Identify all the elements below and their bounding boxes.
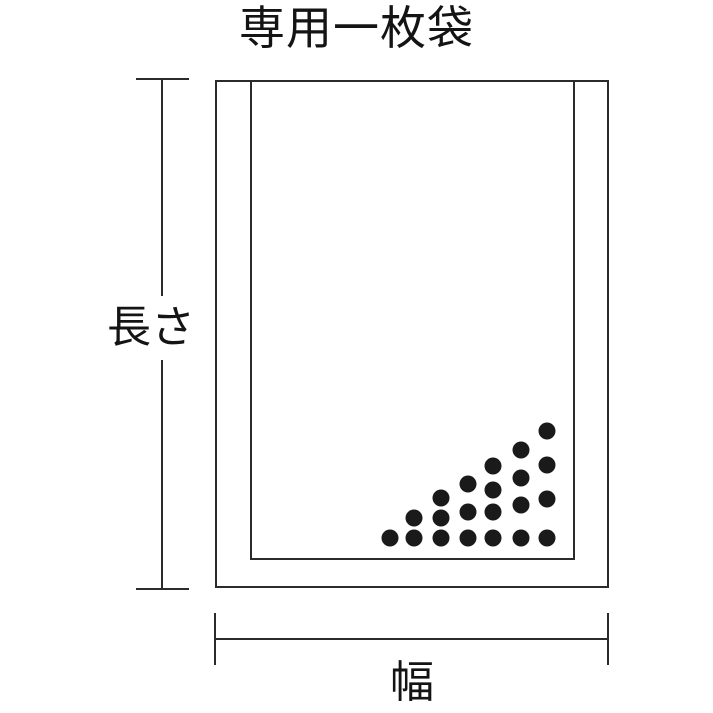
width-dimension-line <box>215 638 609 640</box>
page-title: 専用一枚袋 <box>239 1 474 55</box>
width-dimension-label: 幅 <box>390 657 434 708</box>
height-dimension-label: 長さ <box>96 296 206 360</box>
bag-inner-outline <box>250 80 575 560</box>
width-dimension-tick-right <box>607 613 609 665</box>
height-dimension-tick-bottom <box>136 588 189 590</box>
